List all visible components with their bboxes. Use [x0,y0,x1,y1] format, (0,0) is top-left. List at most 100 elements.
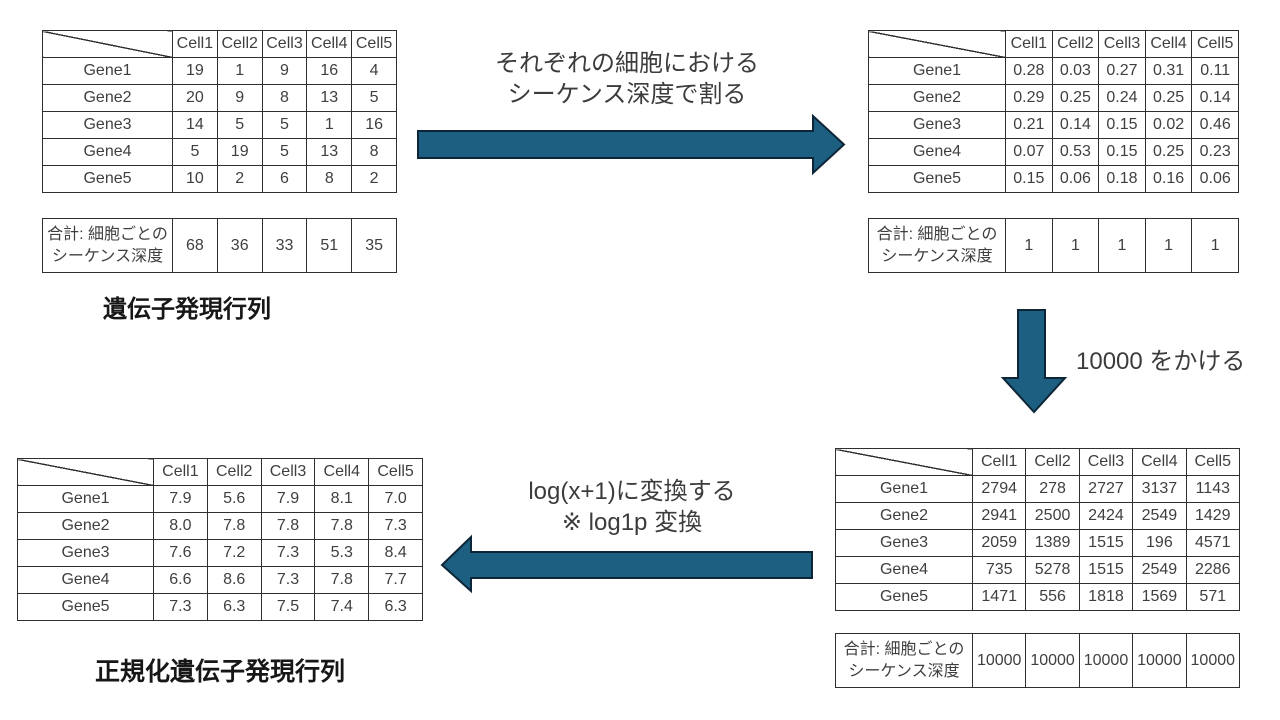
log1p-arrow-label-line1: log(x+1)に変換する [528,478,736,505]
column-header-cell: Cell5 [368,458,423,486]
expression-value-cell: 8 [306,165,353,193]
depth-sum-value-cell: 1 [1098,218,1146,273]
expression-value-cell: 0.06 [1191,165,1239,193]
expression-value-cell: 7.3 [153,593,208,621]
depth-sum-value-cell: 10000 [971,633,1027,688]
depth-sum-value-cell: 51 [306,218,353,273]
expression-value-cell: 0.24 [1098,84,1146,112]
expression-value-cell: 0.16 [1144,165,1193,193]
column-header-cell: Cell1 [1005,30,1053,58]
depth-sum-value-cell: 1 [1005,218,1053,273]
expression-value-cell: 7.7 [368,566,423,594]
expression-value-cell: 0.15 [1098,111,1146,139]
gene-row-label: Gene1 [868,57,1006,85]
expression-value-cell: 13 [306,84,353,112]
gene-row-label: Gene5 [835,583,973,611]
expression-value-cell: 0.25 [1144,84,1193,112]
expression-value-cell: 7.3 [260,566,316,594]
expression-value-cell: 1429 [1185,502,1241,530]
column-header-cell: Cell3 [1078,448,1134,476]
gene-row-label: Gene1 [42,57,173,85]
expression-value-cell: 2794 [971,475,1027,503]
expression-value-cell: 0.06 [1051,165,1100,193]
gene-row-label: Gene3 [42,111,173,139]
column-header-cell: Cell1 [172,30,218,58]
expression-value-cell: 7.8 [314,566,370,594]
expression-value-cell: 2 [216,165,263,193]
depth-sum-label: 合計: 細胞ごとのシーケンス深度 [868,218,1006,273]
column-header-cell: Cell3 [261,30,308,58]
expression-value-cell: 0.31 [1144,57,1193,85]
divide-arrow-label: それぞれの細胞における シーケンス深度で割る [417,48,837,110]
column-header-cell: Cell2 [216,30,263,58]
expression-value-cell: 5 [172,138,218,166]
log1p-arrow-label-line2: ※ log1p 変換 [561,509,703,536]
gene-row-label: Gene2 [868,84,1006,112]
expression-value-cell: 2941 [971,502,1027,530]
depth-sum-label: 合計: 細胞ごとのシーケンス深度 [42,218,173,273]
expression-value-cell: 0.28 [1005,57,1053,85]
expression-value-cell: 0.03 [1051,57,1100,85]
expression-value-cell: 1389 [1025,529,1080,557]
log1p-arrow-label: log(x+1)に変換する ※ log1p 変換 [432,476,832,538]
expression-value-cell: 14 [172,111,218,139]
expression-value-cell: 1515 [1078,529,1134,557]
gene-row-label: Gene4 [42,138,173,166]
expression-value-cell: 2 [351,165,397,193]
column-header-cell: Cell5 [1191,30,1239,58]
divide-arrow-label-line1: それぞれの細胞における [495,50,759,77]
expression-value-cell: 0.25 [1051,84,1100,112]
right-arrow [417,113,846,176]
expression-value-cell: 6.3 [206,593,262,621]
depth-sum-value-cell: 36 [216,218,263,273]
down-arrow [1000,309,1068,414]
expression-value-cell: 8 [351,138,397,166]
column-header-cell: Cell4 [1132,448,1187,476]
gene-row-label: Gene4 [17,566,154,594]
expression-value-cell: 8.1 [314,485,370,513]
depth-sum-value-cell: 10000 [1185,633,1241,688]
column-header-cell: Cell5 [351,30,397,58]
depth-sum-value-cell: 33 [261,218,308,273]
expression-value-cell: 19 [216,138,263,166]
expression-value-cell: 7.6 [153,539,208,567]
expression-value-cell: 7.0 [368,485,423,513]
depth-sum-label-line1: 合計: 細胞ごとの [47,225,168,243]
expression-value-cell: 0.25 [1144,138,1193,166]
expression-value-cell: 0.15 [1098,138,1146,166]
divide-arrow-label-line2: シーケンス深度で割る [507,81,747,108]
expression-value-cell: 0.14 [1191,84,1239,112]
depth-sum-value-cell: 10000 [1078,633,1134,688]
diagonal-header-cell [868,30,1006,58]
expression-value-cell: 1515 [1078,556,1134,584]
expression-value-cell: 19 [172,57,218,85]
expression-value-cell: 7.2 [206,539,262,567]
diagonal-header-cell [835,448,973,476]
expression-value-cell: 556 [1025,583,1080,611]
depth-sum-label-line2: シーケンス深度 [51,247,164,265]
raw-matrix-title: 遺伝子発現行列 [103,296,271,323]
expression-value-cell: 9 [216,84,263,112]
expression-value-cell: 196 [1132,529,1187,557]
column-header-cell: Cell1 [971,448,1027,476]
expression-value-cell: 5278 [1025,556,1080,584]
expression-value-cell: 5 [261,138,308,166]
column-header-cell: Cell5 [1185,448,1241,476]
column-header-cell: Cell2 [1051,30,1100,58]
expression-value-cell: 5 [216,111,263,139]
expression-value-cell: 2286 [1185,556,1241,584]
expression-value-cell: 4 [351,57,397,85]
